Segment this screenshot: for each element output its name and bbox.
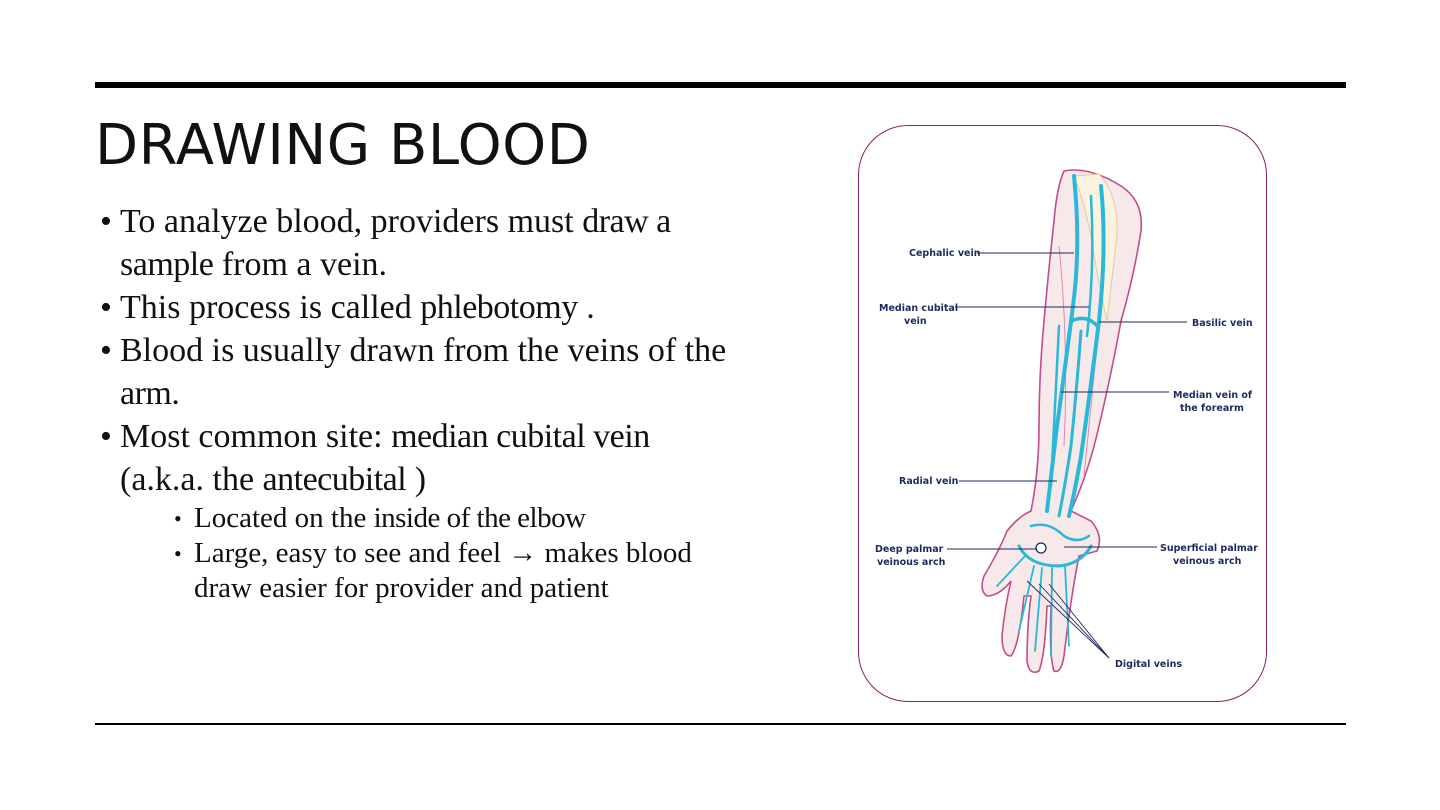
digital-vein <box>1050 567 1053 657</box>
bullet-text: from a vein. <box>213 246 388 283</box>
bullet-text: . <box>171 375 180 412</box>
pointer-line <box>1048 583 1110 659</box>
bullet-list: To analyze blood, providers must draw a … <box>100 200 740 606</box>
label-deep-palmar-arch: veinous arch <box>877 557 946 568</box>
top-rule <box>95 82 1346 88</box>
bullet-bold: inside of the elbow <box>373 502 586 534</box>
label-pointers <box>947 252 1187 659</box>
digital-vein <box>996 555 1026 587</box>
bullet-text: To analyze blood, providers must <box>120 203 583 240</box>
tissue-hint <box>1058 245 1067 447</box>
vein-network <box>996 174 1106 657</box>
label-digital-veins: Digital veins <box>1115 659 1182 670</box>
bullet-text: This process is called <box>120 289 421 326</box>
deep-palmar-arch <box>1017 544 1093 568</box>
superficial-palmar-arch <box>1029 523 1091 542</box>
label-median-cubital-vein: vein <box>904 316 927 327</box>
bullet-text: ) <box>406 461 427 498</box>
bullet-text: Blood is usually drawn from the veins of… <box>120 332 727 369</box>
bullet-item: Blood is usually drawn from the veins of… <box>100 329 740 415</box>
digital-vein <box>1034 567 1043 652</box>
digital-vein <box>1018 565 1035 632</box>
label-median-cubital-vein: Median cubital <box>879 303 958 314</box>
arm-outline <box>981 169 1143 674</box>
bullet-text: Large, easy to see and feel → makes bloo… <box>194 537 692 604</box>
pointer-line <box>1038 583 1110 659</box>
bullet-bold: median cubital vein <box>391 418 650 455</box>
label-basilic-vein: Basilic vein <box>1192 318 1253 329</box>
label-superficial-palmar-arch: Superficial palmar <box>1160 543 1258 554</box>
bottom-rule <box>95 723 1346 725</box>
arm-illustration: Cephalic vein Median cubital vein Basili… <box>875 169 1258 674</box>
radial-vein <box>1049 324 1061 488</box>
ulnar-vein <box>1085 194 1094 338</box>
median-forearm-vein <box>1057 329 1083 518</box>
vein-junction <box>1035 542 1047 554</box>
label-radial-vein: Radial vein <box>899 476 959 487</box>
median-cubital-vein <box>1069 316 1099 328</box>
bullet-bold: antecubital <box>262 461 407 498</box>
label-superficial-palmar-arch: veinous arch <box>1173 556 1242 567</box>
basilic-vein <box>1067 184 1106 518</box>
bullet-text: Located on the <box>194 502 374 534</box>
bullet-bold: phlebotomy <box>420 289 578 326</box>
bullet-item: This process is called phlebotomy . <box>100 286 740 329</box>
bullet-text: . <box>577 289 595 326</box>
arm-vein-diagram: Cephalic vein Median cubital vein Basili… <box>858 125 1267 702</box>
sub-bullet-item: Large, easy to see and feel → makes bloo… <box>174 536 740 606</box>
bullet-bold: draw a sample <box>120 203 671 283</box>
label-median-forearm-vein: Median vein of <box>1173 390 1253 401</box>
sub-bullet-list: Located on the inside of the elbow Large… <box>120 501 740 606</box>
bullet-item: To analyze blood, providers must draw a … <box>100 200 740 286</box>
pointer-line <box>1026 580 1110 659</box>
label-median-forearm-vein: the forearm <box>1180 403 1244 414</box>
bullet-bold: arm <box>120 375 172 412</box>
label-cephalic-vein: Cephalic vein <box>909 248 981 259</box>
bullet-item: Most common site: median cubital vein (a… <box>100 415 740 606</box>
label-deep-palmar-arch: Deep palmar <box>875 544 944 555</box>
bullet-text: Most common site: <box>120 418 392 455</box>
slide-title: DRAWING BLOOD <box>95 113 591 178</box>
sub-bullet-item: Located on the inside of the elbow <box>174 501 740 536</box>
bullet-text: (a.k.a. the <box>120 461 263 498</box>
